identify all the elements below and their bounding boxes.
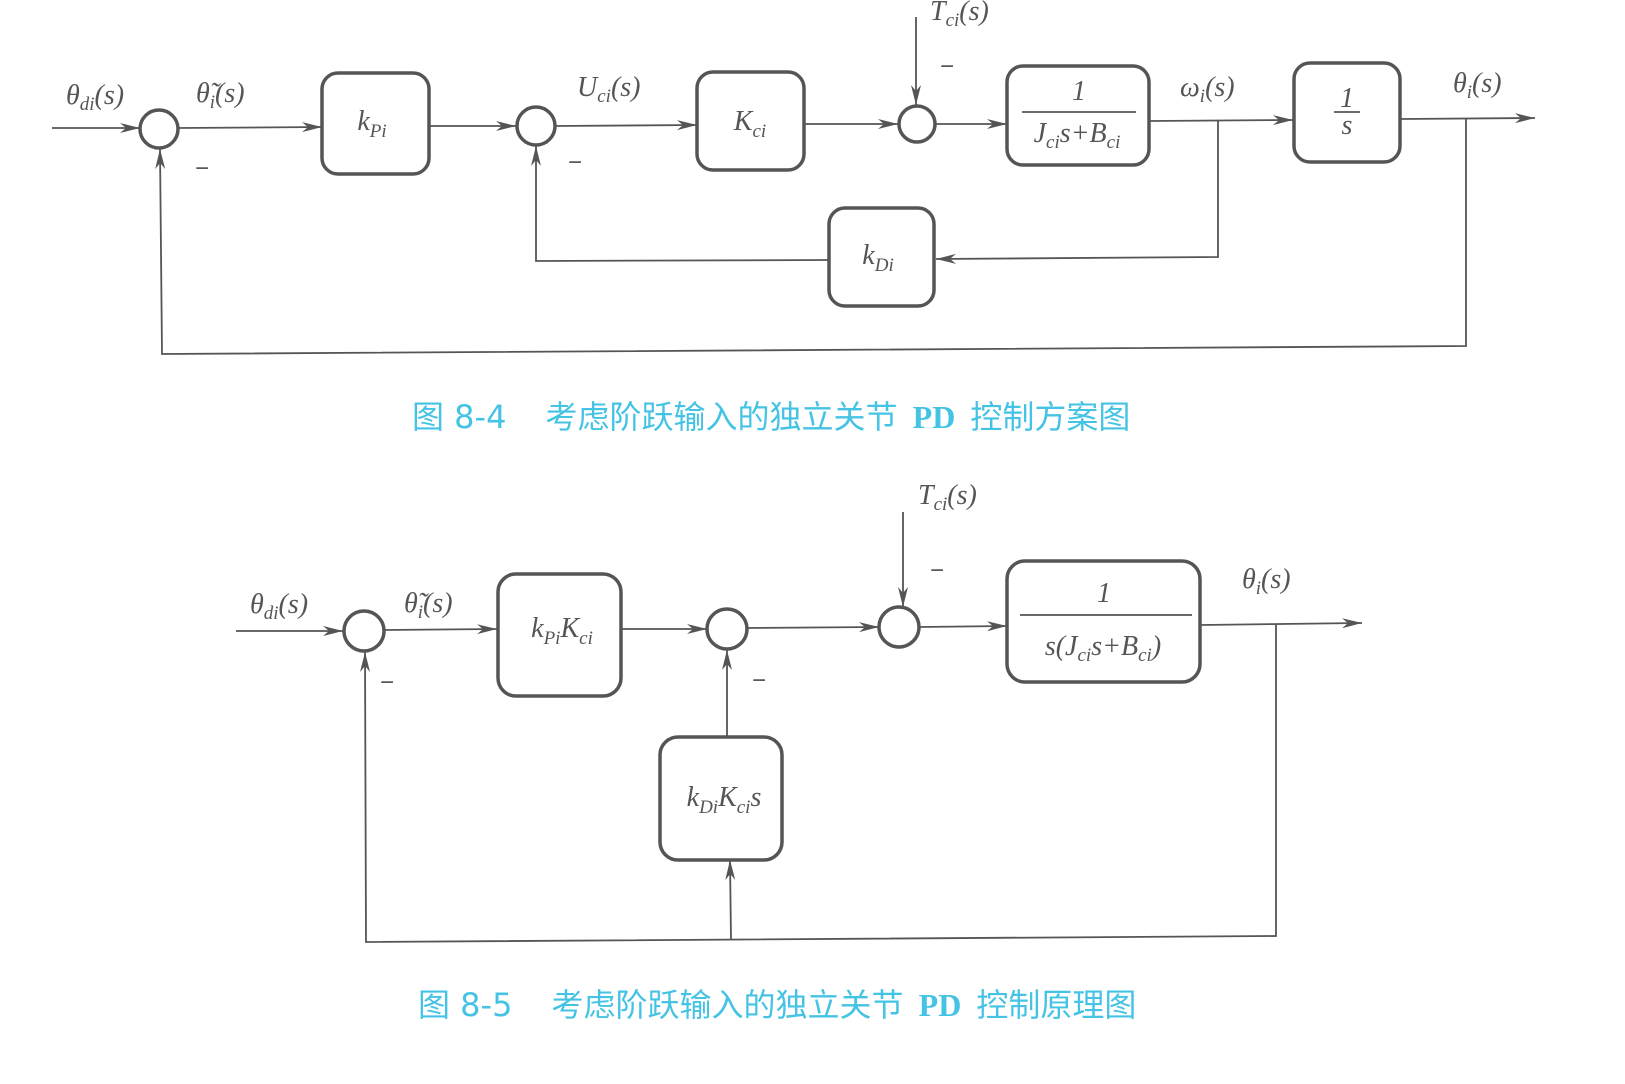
plant-denominator: Jcis+Bci bbox=[1034, 118, 1121, 153]
derivative-feedback-block bbox=[658, 735, 784, 862]
figure-8-4: θdi(s) θ̃i(s) Uci(s) Tci(s) ωi(s) θi(s) … bbox=[52, 0, 1536, 436]
output-label: θi(s) bbox=[1242, 564, 1291, 599]
plant-input-arrow bbox=[918, 621, 1008, 632]
caption-8-4-prefix: 考虑阶跃输入的独立关节 bbox=[546, 398, 898, 436]
output-label: θi(s) bbox=[1453, 68, 1502, 103]
kpi-block bbox=[320, 71, 431, 176]
velocity-feedback-line bbox=[935, 121, 1219, 264]
minus-sign-2: − bbox=[752, 667, 766, 694]
output-arrow bbox=[1200, 618, 1363, 629]
caption-8-5-number: 图 8-5 bbox=[418, 986, 512, 1024]
error-label: θ̃i(s) bbox=[404, 588, 453, 623]
error-arrow bbox=[383, 624, 498, 635]
summing-junction-2 bbox=[705, 607, 749, 651]
minus-sign-2: − bbox=[568, 149, 582, 176]
integrator-numerator: 1 bbox=[1340, 83, 1354, 114]
plant-block bbox=[1005, 64, 1151, 167]
minus-sign-1: − bbox=[195, 155, 209, 182]
caption-8-5-pd: PD bbox=[919, 987, 962, 1023]
minus-sign-1: − bbox=[380, 669, 394, 696]
input-label: θdi(s) bbox=[250, 589, 308, 624]
forward-gain-text: kPiKci bbox=[531, 613, 593, 649]
integrator-denominator: s bbox=[1342, 110, 1353, 141]
summing-junction-3 bbox=[897, 104, 937, 144]
kdi-block bbox=[827, 206, 936, 308]
caption-8-5-suffix: 控制原理图 bbox=[976, 986, 1136, 1024]
uci-label: Uci(s) bbox=[577, 72, 641, 107]
disturbance-label: Tci(s) bbox=[930, 0, 989, 31]
position-feedback-line bbox=[155, 118, 1467, 355]
omega-label: ωi(s) bbox=[1180, 72, 1235, 107]
uci-arrow bbox=[554, 120, 698, 131]
minus-sign-3: − bbox=[940, 53, 954, 80]
caption-8-4-suffix: 控制方案图 bbox=[970, 398, 1130, 436]
error-arrow bbox=[177, 122, 323, 133]
summing-junction-1 bbox=[342, 609, 386, 653]
caption-8-4-number: 图 8-4 bbox=[412, 398, 506, 436]
mid-arrow bbox=[746, 622, 880, 633]
summing-junction-2 bbox=[515, 105, 557, 147]
input-label: θdi(s) bbox=[66, 80, 124, 115]
kci-block bbox=[695, 70, 806, 172]
position-feedback-line bbox=[360, 624, 1277, 943]
omega-arrow bbox=[1149, 115, 1294, 126]
caption-8-5: 图 8-5 考虑阶跃输入的独立关节 PD 控制原理图 bbox=[418, 986, 1136, 1024]
caption-8-5-prefix: 考虑阶跃输入的独立关节 bbox=[552, 986, 904, 1024]
figure-8-5: θdi(s) θ̃i(s) Tci(s) θi(s) kPiKci 1 s(Jc… bbox=[236, 480, 1363, 1024]
caption-8-4-pd: PD bbox=[913, 399, 956, 435]
derivative-feedback-input bbox=[725, 859, 736, 941]
plant-numerator: 1 bbox=[1097, 578, 1111, 609]
minus-sign-3: − bbox=[930, 557, 944, 584]
plant-block bbox=[1005, 559, 1202, 684]
output-arrow bbox=[1400, 113, 1536, 124]
caption-8-4: 图 8-4 考虑阶跃输入的独立关节 PD 控制方案图 bbox=[412, 398, 1130, 436]
kdi-output-line bbox=[531, 146, 830, 262]
plant-numerator: 1 bbox=[1072, 76, 1086, 107]
disturbance-label: Tci(s) bbox=[918, 480, 977, 515]
summing-junction-1 bbox=[138, 108, 180, 150]
derivative-feedback-text: kDiKcis bbox=[687, 782, 762, 818]
summing-junction-3 bbox=[877, 605, 921, 649]
kci-text: Kci bbox=[733, 106, 766, 142]
error-label: θ̃i(s) bbox=[196, 78, 245, 113]
forward-gain-block bbox=[496, 572, 623, 698]
